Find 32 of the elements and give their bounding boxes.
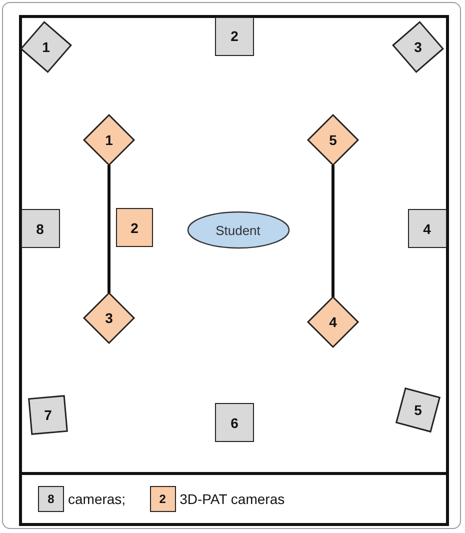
camera-diamond — [19, 20, 73, 74]
camera-number: 6 — [230, 414, 238, 430]
camera-square — [408, 209, 446, 248]
camera-square — [215, 16, 254, 56]
camera-diamond — [306, 295, 360, 349]
camera-diamond — [82, 113, 136, 167]
swatch-number: 8 — [48, 492, 54, 506]
camera-number: 7 — [44, 407, 52, 423]
camera-diamond — [391, 20, 445, 74]
mounting-bar — [332, 165, 334, 297]
camera-square — [215, 403, 254, 442]
subject-ellipse — [186, 211, 290, 249]
camera-number: 3 — [105, 310, 113, 326]
camera-square — [116, 208, 153, 247]
camera-number: 3 — [414, 39, 422, 55]
camera-number: 8 — [36, 220, 44, 236]
legend-text: 3D-PAT cameras — [180, 491, 285, 507]
camera-number: 5 — [414, 402, 422, 418]
mounting-bar — [108, 165, 110, 293]
camera-diamond — [306, 113, 360, 167]
camera-number: 2 — [230, 28, 238, 44]
camera-number: 4 — [423, 220, 431, 236]
camera-square — [20, 209, 60, 248]
camera-number: 2 — [130, 220, 138, 236]
camera-number: 1 — [105, 132, 113, 148]
camera-number: 5 — [329, 132, 337, 148]
swatch-number: 2 — [159, 492, 166, 506]
camera-diamond — [82, 291, 136, 345]
legend-text: cameras; — [68, 491, 126, 507]
subject-label: Student — [216, 222, 260, 238]
camera-number: 4 — [329, 314, 337, 330]
camera-number: 1 — [42, 39, 50, 55]
